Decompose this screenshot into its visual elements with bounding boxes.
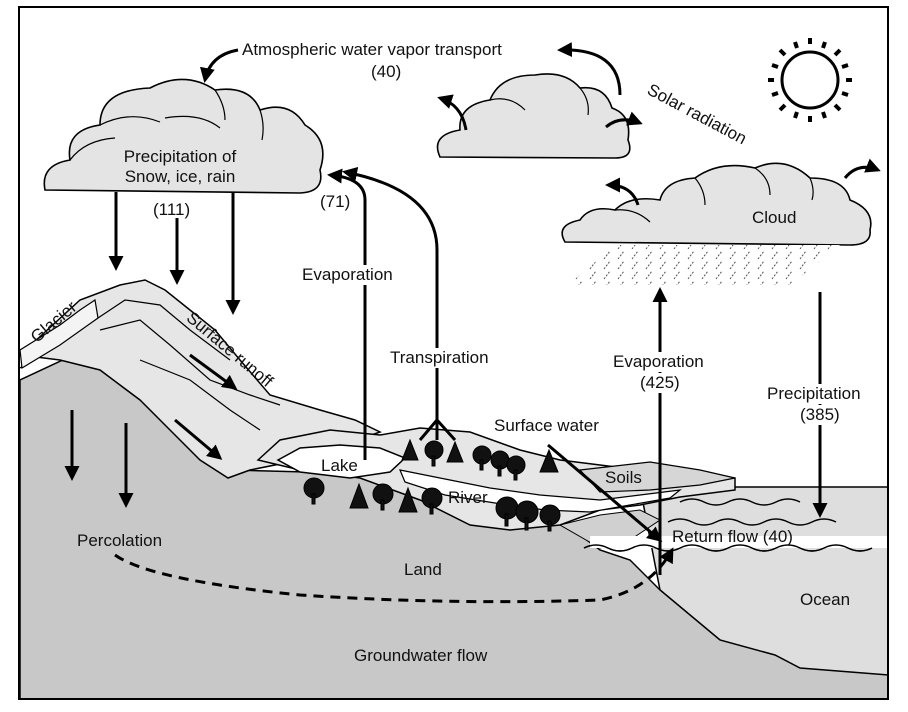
wave-2	[667, 518, 837, 526]
label-ocean: Ocean	[800, 590, 851, 609]
label-precip-ocean-value: (385)	[800, 405, 840, 425]
arrow-top-cloud-left	[437, 94, 468, 131]
label-atmo-transport: Atmospheric water vapor transport	[242, 40, 502, 59]
label-precip-snow-value: (111)	[153, 200, 191, 219]
label-atmo-value: (40)	[371, 62, 402, 81]
label-evaporation-ocean: Evaporation	[613, 352, 704, 372]
arrow-atmo-transport	[200, 48, 239, 83]
label-lake: Lake	[321, 456, 358, 475]
arrow-right-cloud-left	[605, 177, 640, 206]
label-precip-snow-2: Snow, ice, rain	[124, 167, 236, 186]
label-evaporation-land: Evaporation	[302, 265, 393, 285]
trees	[303, 438, 561, 532]
mountain-snow	[20, 279, 382, 479]
label-evap-land-value: (71)	[320, 192, 351, 211]
cloud-left	[43, 78, 324, 194]
label-return-flow: Return flow (40)	[672, 527, 793, 546]
arrow-transpiration	[342, 166, 439, 420]
river	[399, 469, 683, 513]
label-land: Land	[404, 560, 442, 579]
label-precip-ocean: Precipitation	[767, 384, 861, 404]
arrow-right-cloud-out	[843, 158, 881, 179]
label-groundwater-flow: Groundwater flow	[354, 646, 488, 665]
arrow-surface-flow	[547, 443, 663, 542]
arrow-top-cloud-out	[605, 111, 643, 129]
label-evaporation-ocean-value: (425)	[640, 373, 680, 393]
label-transpiration: Transpiration	[390, 348, 489, 368]
rain-area	[568, 245, 840, 285]
arrow-groundwater-return	[114, 547, 674, 604]
label-precip-snow-1: Precipitation of	[123, 147, 237, 166]
arrow-runoff-1	[189, 353, 238, 390]
label-surface-water: Surface water	[494, 416, 599, 435]
glacier-shape	[20, 298, 99, 369]
cloud-right	[561, 162, 872, 246]
wave-1	[679, 498, 801, 506]
label-percolation: Percolation	[77, 531, 163, 550]
sun-icon	[768, 38, 852, 122]
label-river: River	[448, 488, 488, 507]
cloud-top	[436, 73, 631, 159]
arrow-evaporation-land	[327, 168, 367, 460]
arrow-top-cloud-right	[557, 42, 622, 96]
label-soils: Soils	[605, 468, 642, 487]
label-cloud: Cloud	[752, 208, 797, 227]
arrow-runoff-2	[174, 418, 223, 460]
